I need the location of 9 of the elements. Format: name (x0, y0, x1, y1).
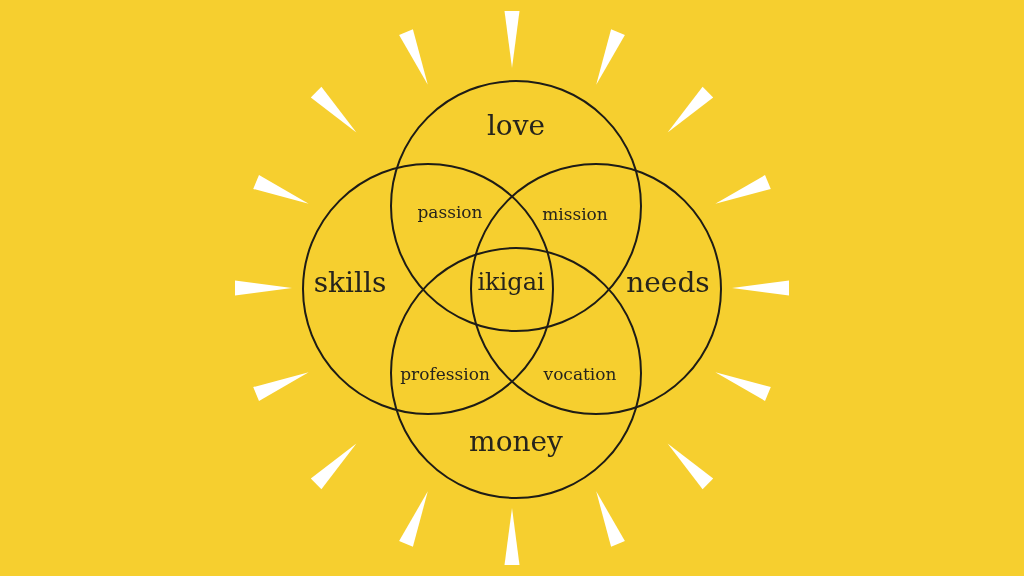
overlap-label: mission (542, 205, 608, 223)
overlap-label: vocation (543, 365, 617, 383)
set-label: love (486, 112, 546, 140)
overlap-label: passion (417, 203, 483, 221)
set-label: skills (313, 269, 387, 297)
overlap-label: profession (400, 365, 490, 383)
overlap-label: ikigai (477, 270, 545, 294)
set-label: money (469, 428, 563, 456)
set-label: needs (626, 269, 710, 297)
